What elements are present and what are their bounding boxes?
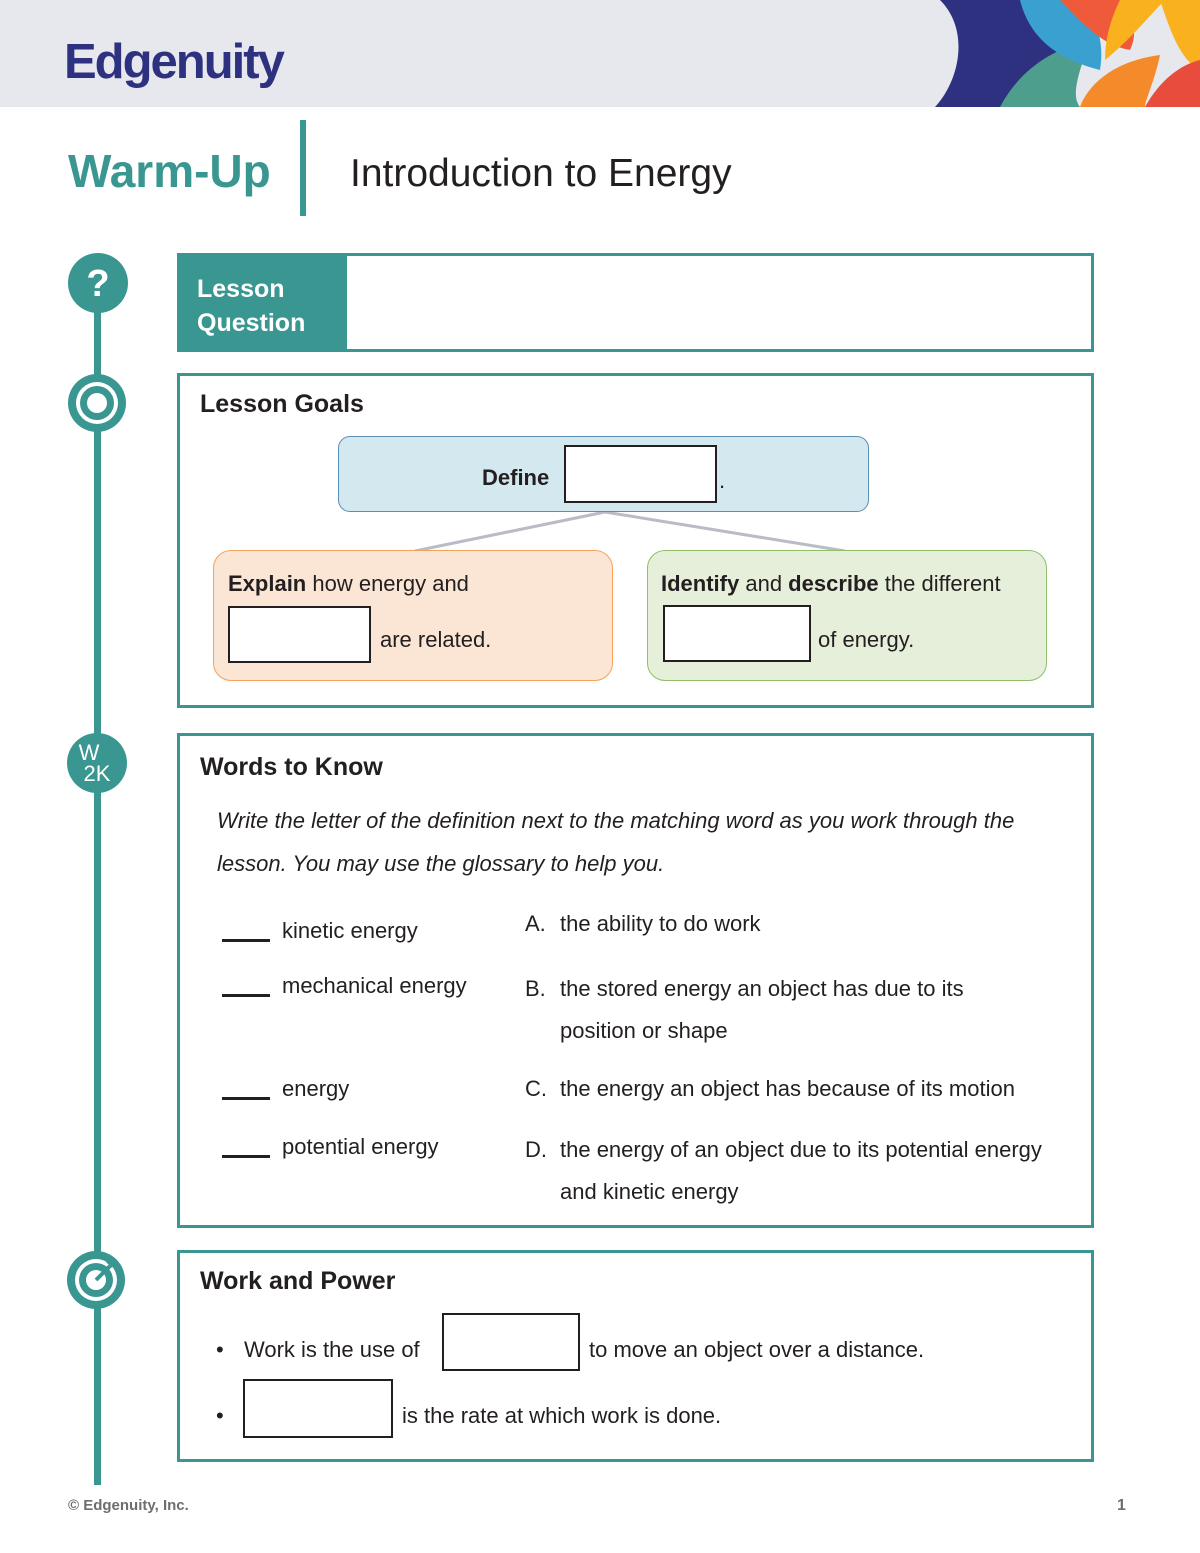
lesson-goals-heading: Lesson Goals xyxy=(200,390,364,418)
words-to-know-box xyxy=(177,733,1094,1228)
words-to-know-icon: W 2K xyxy=(67,733,127,793)
page-title: Introduction to Energy xyxy=(350,152,732,195)
instruction-line2: lesson. You may use the glossary to help… xyxy=(217,851,665,876)
definition-letter: B. xyxy=(525,976,546,1001)
answer-line[interactable] xyxy=(222,939,270,942)
define-label: Define xyxy=(482,465,550,490)
identify-after-text: of energy. xyxy=(818,627,915,652)
title-divider xyxy=(300,120,306,216)
work-blank-box[interactable] xyxy=(442,1313,580,1371)
word-potential-energy: potential energy xyxy=(282,1134,439,1159)
w2k-top-text: W xyxy=(79,740,100,765)
decorative-petals-graphic xyxy=(930,0,1200,107)
identify-text: Identify and describe the different xyxy=(661,571,1001,596)
explain-after-text: are related. xyxy=(380,627,492,652)
definition-text: the energy an object has because of its … xyxy=(560,1076,1015,1101)
goal-connectors xyxy=(414,510,846,553)
power-blank-box[interactable] xyxy=(243,1379,393,1438)
lesson-question-label: Lesson Question xyxy=(177,254,347,352)
bullet: • xyxy=(216,1403,224,1428)
work-power-heading: Work and Power xyxy=(200,1267,396,1295)
define-period: . xyxy=(719,468,726,493)
answer-line[interactable] xyxy=(222,1155,270,1158)
definition-text: the energy of an object due to its poten… xyxy=(560,1137,1042,1162)
lesson-question-label-line2: Question xyxy=(197,309,306,337)
svg-text:?: ? xyxy=(86,263,109,305)
definition-letter: D. xyxy=(525,1137,547,1162)
work-bullet-text: Work is the use of xyxy=(244,1337,420,1362)
power-bullet-after: is the rate at which work is done. xyxy=(402,1403,722,1428)
explain-blank-box[interactable] xyxy=(228,606,371,663)
definition-text-cont: position or shape xyxy=(560,1018,728,1043)
definition-text-cont: and kinetic energy xyxy=(560,1179,739,1204)
word-energy: energy xyxy=(282,1076,350,1101)
words-to-know-heading: Words to Know xyxy=(200,753,383,781)
target-arrow-icon xyxy=(66,1250,126,1310)
identify-blank-box[interactable] xyxy=(663,605,811,662)
lesson-question-label-line1: Lesson xyxy=(197,275,285,303)
edgenuity-logo: Edgenuity xyxy=(64,35,285,89)
page-number: 1 xyxy=(1117,1497,1126,1514)
word-kinetic-energy: kinetic energy xyxy=(282,918,418,943)
definition-text: the ability to do work xyxy=(560,911,761,936)
definition-text: the stored energy an object has due to i… xyxy=(560,976,964,1001)
question-icon: ? xyxy=(68,253,128,313)
footer-copyright: © Edgenuity, Inc. xyxy=(68,1497,189,1514)
w2k-bottom-text: 2K xyxy=(84,761,111,786)
answer-line[interactable] xyxy=(222,994,270,997)
timeline-line xyxy=(94,280,101,1485)
define-blank-box[interactable] xyxy=(564,445,717,503)
answer-line[interactable] xyxy=(222,1097,270,1100)
explain-text: Explain how energy and xyxy=(228,571,469,596)
work-bullet-after: to move an object over a distance. xyxy=(589,1337,925,1362)
definition-letter: A. xyxy=(525,911,546,936)
warm-up-label: Warm-Up xyxy=(68,145,271,197)
target-goal-icon xyxy=(67,373,127,433)
header-band: Edgenuity xyxy=(0,0,1200,107)
instruction-line1: Write the letter of the definition next … xyxy=(217,808,1015,833)
bullet: • xyxy=(216,1337,224,1362)
definition-letter: C. xyxy=(525,1076,547,1101)
word-mechanical-energy: mechanical energy xyxy=(282,973,467,998)
